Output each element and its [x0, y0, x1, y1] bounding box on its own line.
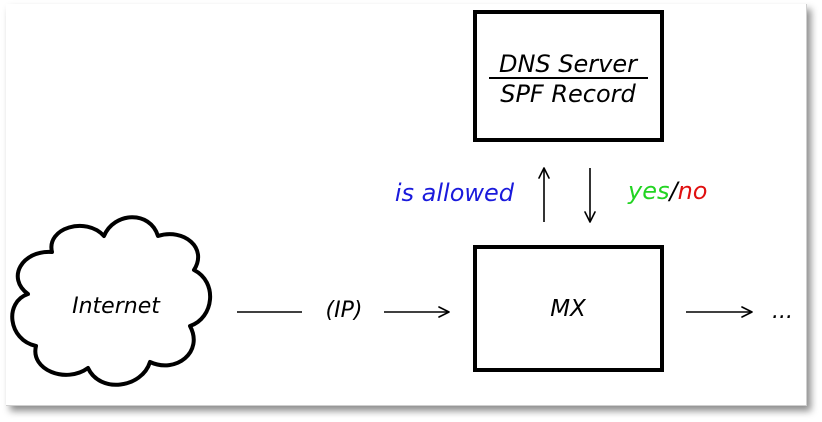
- query-label: is allowed: [395, 179, 515, 207]
- answer-no: no: [678, 177, 708, 205]
- internet-cloud: Internet: [10, 215, 212, 387]
- edge-ip-label: (IP): [326, 298, 363, 323]
- answer-yes: yes: [627, 177, 669, 205]
- mx-label: MX: [550, 296, 587, 322]
- answer-slash: /: [667, 177, 680, 205]
- mx-box: MX: [473, 245, 664, 372]
- spf-record-label: SPF Record: [500, 80, 636, 108]
- dns-server-label: DNS Server: [499, 50, 639, 78]
- answer-label: yes/no: [627, 177, 707, 205]
- internet-label: Internet: [72, 294, 161, 319]
- continuation-label: ...: [772, 299, 793, 324]
- dns-server-box: DNS Server SPF Record: [473, 10, 664, 142]
